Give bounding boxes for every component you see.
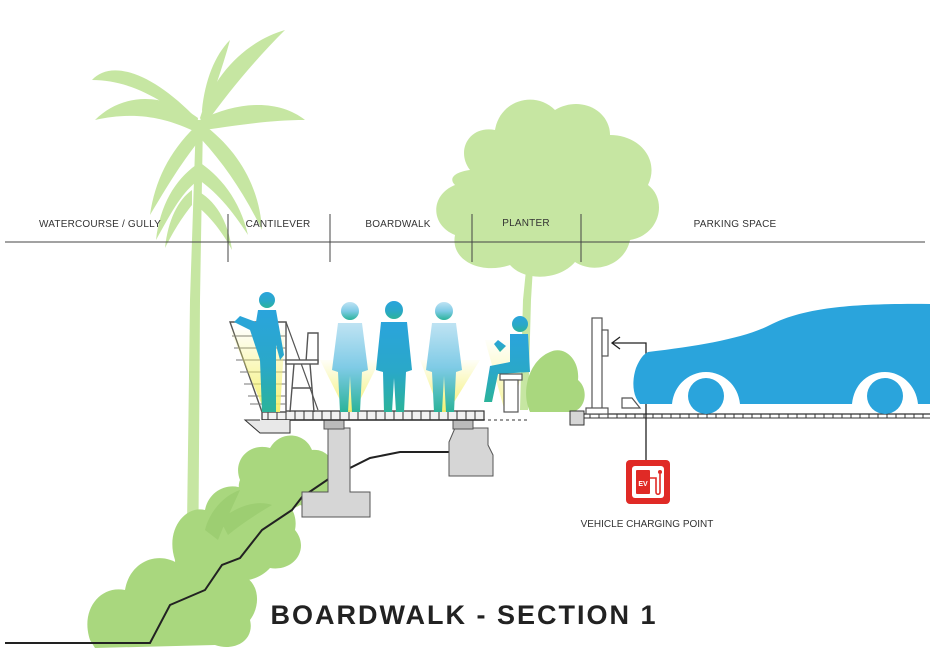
ev-icon-letters: EV [638, 481, 648, 488]
planter-footing [448, 427, 494, 477]
parked-car [633, 303, 930, 414]
person-walking [376, 301, 412, 412]
section-header: WATERCOURSE / GULLY CANTILEVER BOARDWALK… [5, 214, 925, 262]
person-standing-at-rail [234, 292, 284, 412]
zone-label-boardwalk: BOARDWALK [365, 219, 430, 230]
diagram-title: BOARDWALK - SECTION 1 [270, 600, 657, 630]
zone-label-planter: PLANTER [502, 218, 550, 229]
bar-stool [285, 332, 319, 413]
person-ghost-right [426, 302, 462, 412]
central-footing [301, 427, 371, 518]
zone-label-watercourse: WATERCOURSE / GULLY [39, 219, 161, 230]
footings [301, 419, 494, 518]
person-seated [484, 316, 530, 402]
boardwalk-deck [243, 410, 530, 434]
ev-charger-icon: EV [626, 460, 670, 504]
person-ghost-left [332, 302, 368, 412]
pier-cap [323, 419, 345, 430]
palm-tree [92, 30, 305, 600]
planter-seat [499, 373, 523, 413]
ev-charger-post [585, 317, 642, 415]
ground-shrubs [87, 350, 585, 648]
pier-cap [452, 419, 474, 430]
terrain-line [5, 451, 450, 644]
zone-label-cantilever: CANTILEVER [246, 219, 311, 230]
parking-surface [569, 410, 930, 426]
zone-label-parking: PARKING SPACE [694, 219, 777, 230]
charging-point-caption: VEHICLE CHARGING POINT [581, 519, 714, 530]
charger-leader-arrow [610, 336, 647, 460]
